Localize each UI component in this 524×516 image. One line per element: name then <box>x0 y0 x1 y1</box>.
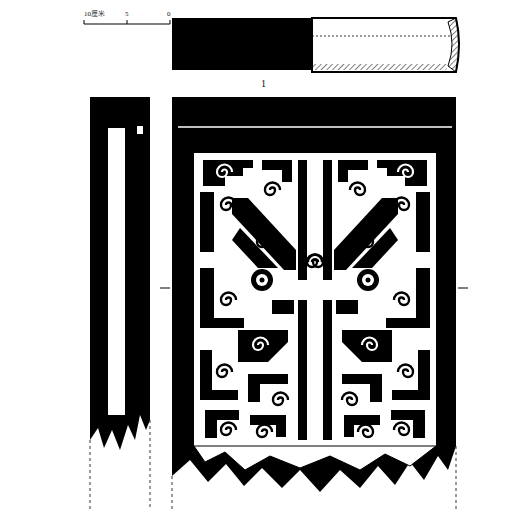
scale-label: 5 <box>125 11 129 18</box>
figure-number: 1 <box>261 79 266 89</box>
scale-label: 0 <box>167 11 171 18</box>
scale-bar <box>84 20 170 24</box>
side-view <box>90 97 150 510</box>
front-view <box>160 97 468 510</box>
cross-section <box>172 18 459 72</box>
scale-label: 10厘米 <box>84 11 105 18</box>
